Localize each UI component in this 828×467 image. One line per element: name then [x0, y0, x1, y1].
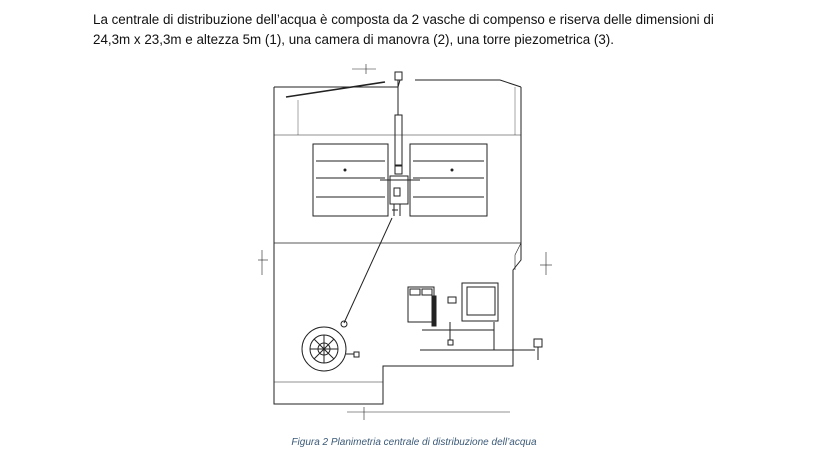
central-pipe	[380, 71, 420, 216]
tank-left	[312, 143, 389, 217]
body-paragraph: La centrale di distribuzione dell’acqua …	[93, 10, 733, 50]
paragraph-line-1: La centrale di distribuzione dell’acqua …	[93, 12, 714, 27]
dimension-markers	[258, 64, 552, 420]
site-plan-drawing	[258, 64, 552, 420]
paragraph-line-2: 24,3m x 23,3m e altezza 5m (1), una came…	[93, 32, 614, 47]
piezometric-tower	[301, 326, 360, 372]
tank-right	[409, 143, 488, 217]
diagonal-pipe	[343, 217, 393, 324]
pipe-valve	[340, 320, 348, 328]
site-boundary	[273, 79, 522, 405]
control-chamber	[407, 282, 543, 360]
figure-caption: Figura 2 Planimetria centrale di distrib…	[291, 437, 537, 448]
side-wall	[514, 242, 522, 270]
